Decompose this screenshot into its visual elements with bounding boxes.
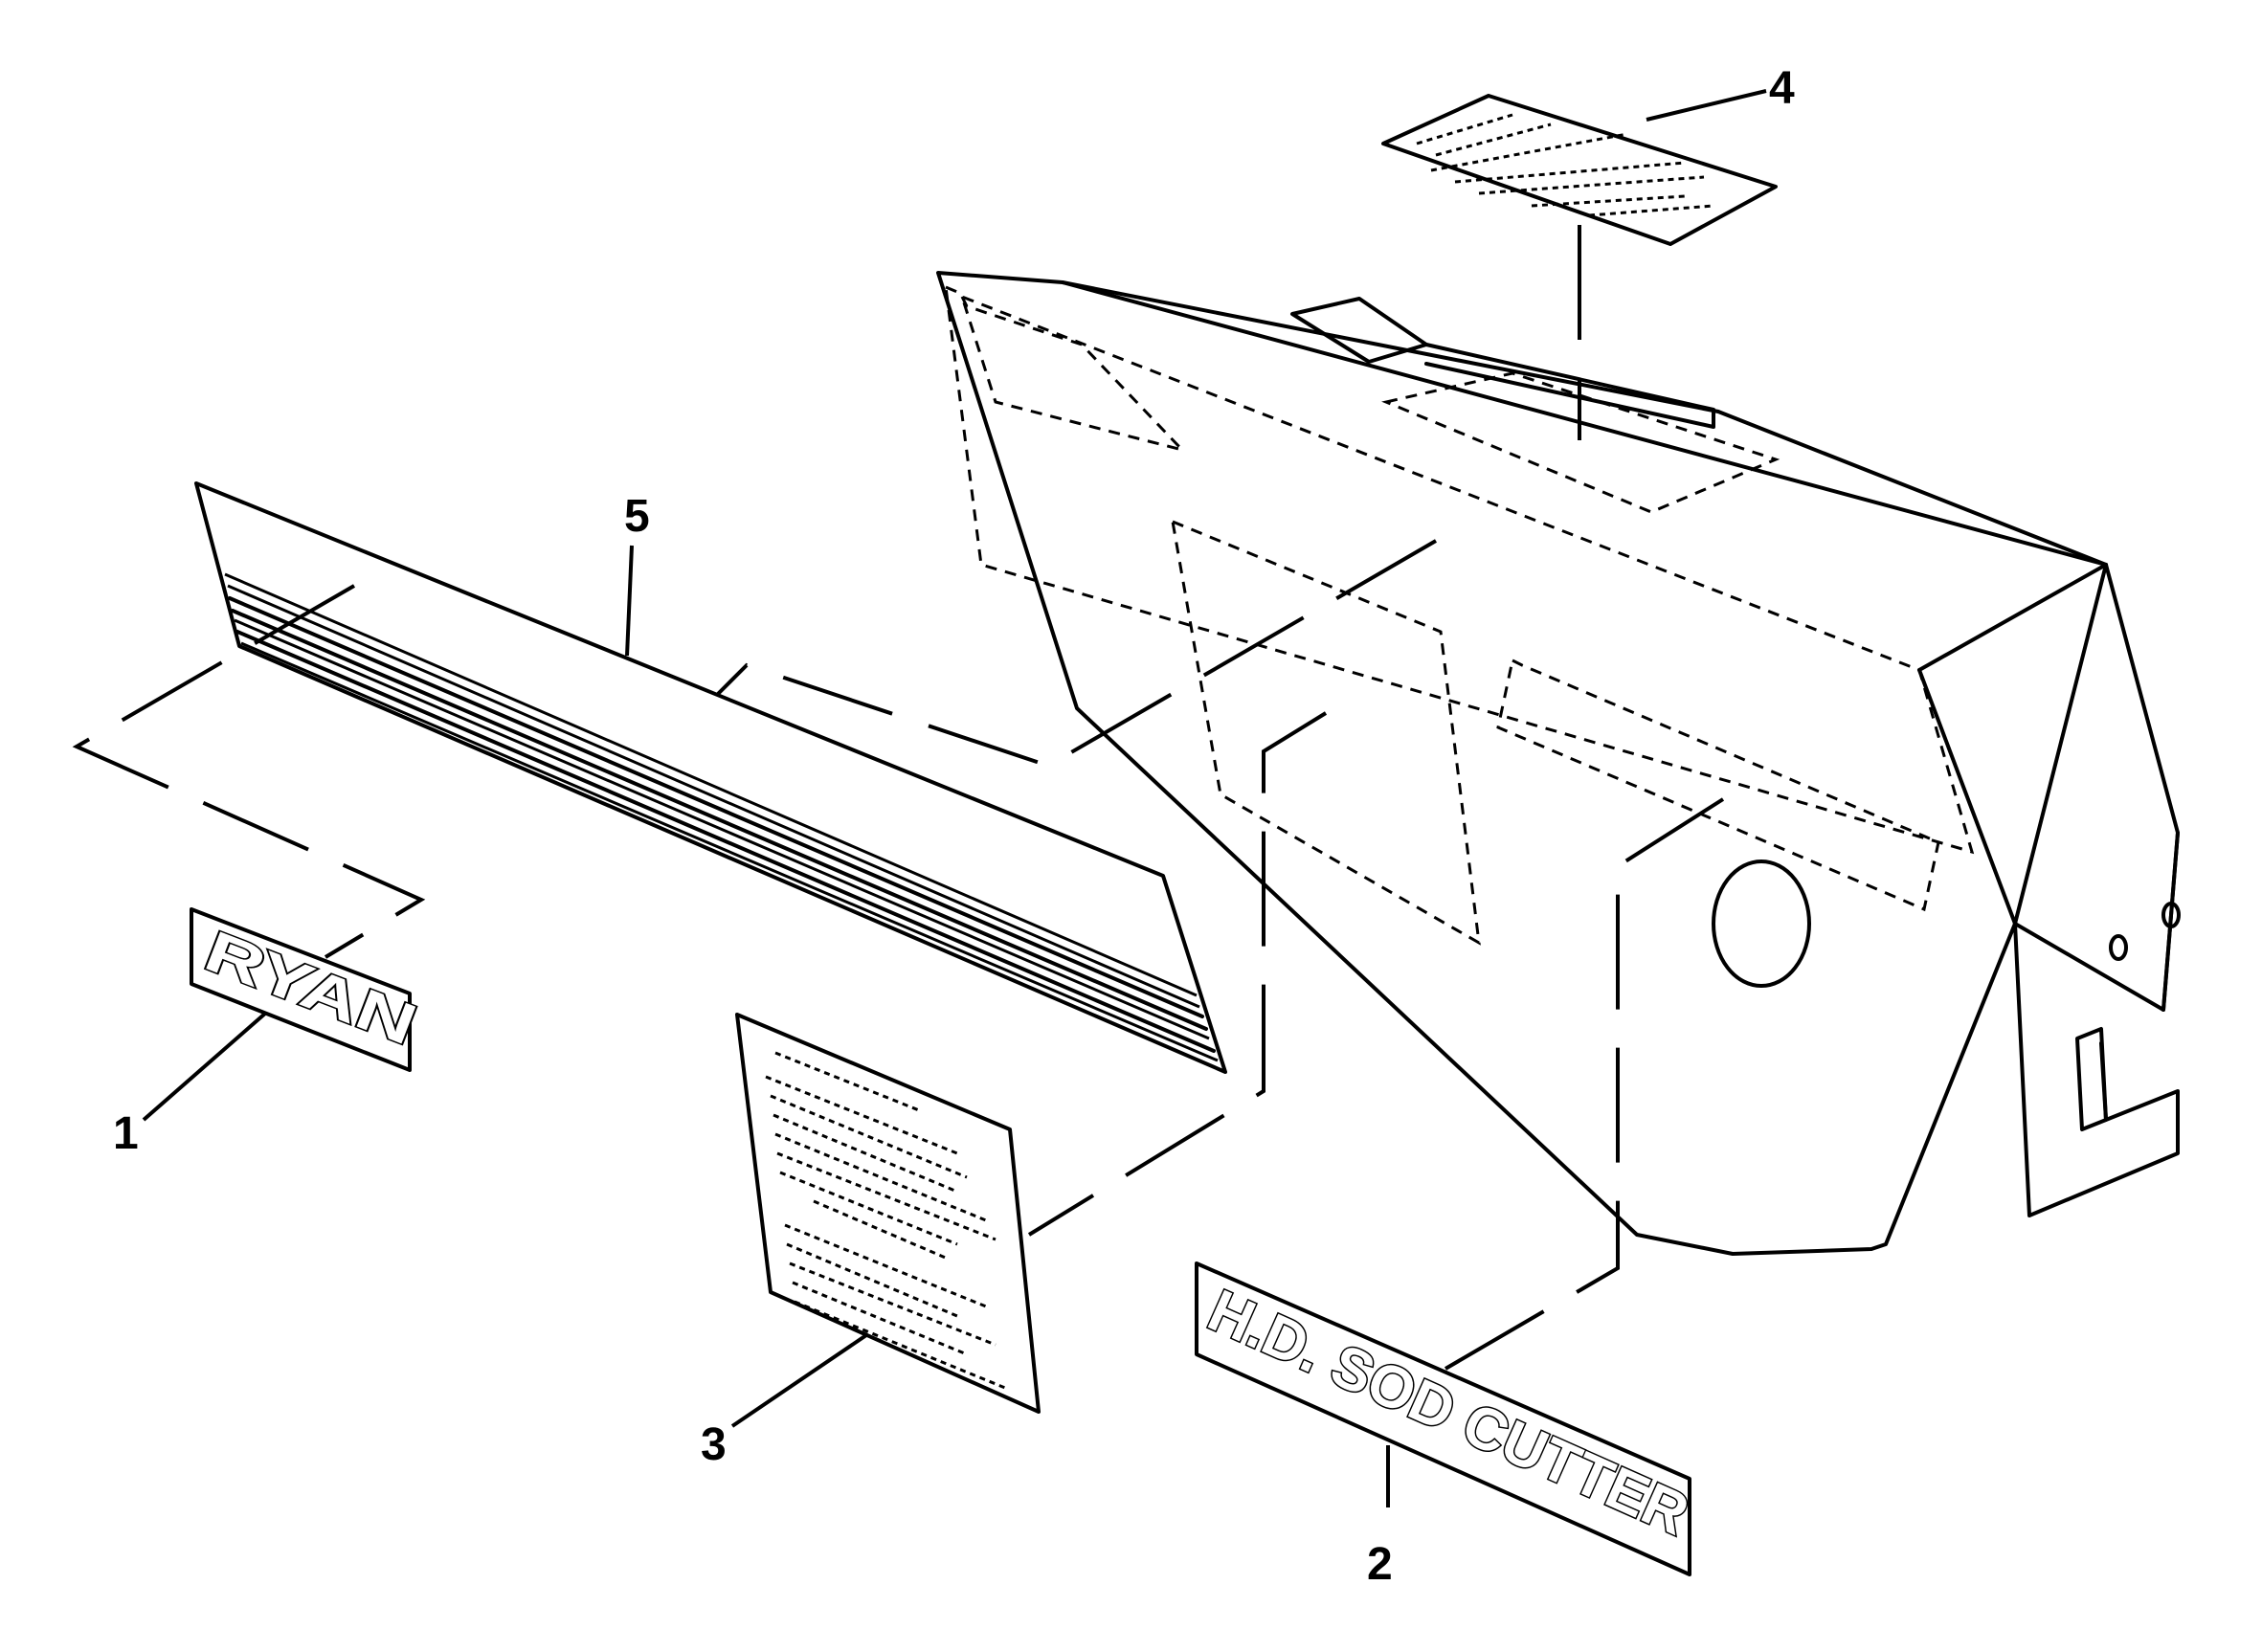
sod-cutter-decal-text: H.D. SOD CUTTER bbox=[1198, 1278, 1697, 1549]
callout-4: 4 bbox=[1769, 63, 1795, 114]
sod-cutter-decal: H.D. SOD CUTTER bbox=[1195, 1261, 1699, 1576]
callout-5: 5 bbox=[624, 491, 650, 542]
ryan-decal-text: RYAN bbox=[196, 919, 425, 1058]
callout-3: 3 bbox=[701, 1419, 727, 1470]
top-plate-decal bbox=[1381, 94, 1778, 246]
stripe-decal bbox=[194, 481, 1227, 1074]
callout-lines bbox=[142, 89, 1767, 1507]
instruction-decal bbox=[735, 1013, 1041, 1414]
callout-1: 1 bbox=[113, 1108, 139, 1159]
callout-2: 2 bbox=[1367, 1539, 1393, 1590]
leader-lines bbox=[72, 225, 1725, 1371]
machine-housing bbox=[936, 271, 2181, 1256]
